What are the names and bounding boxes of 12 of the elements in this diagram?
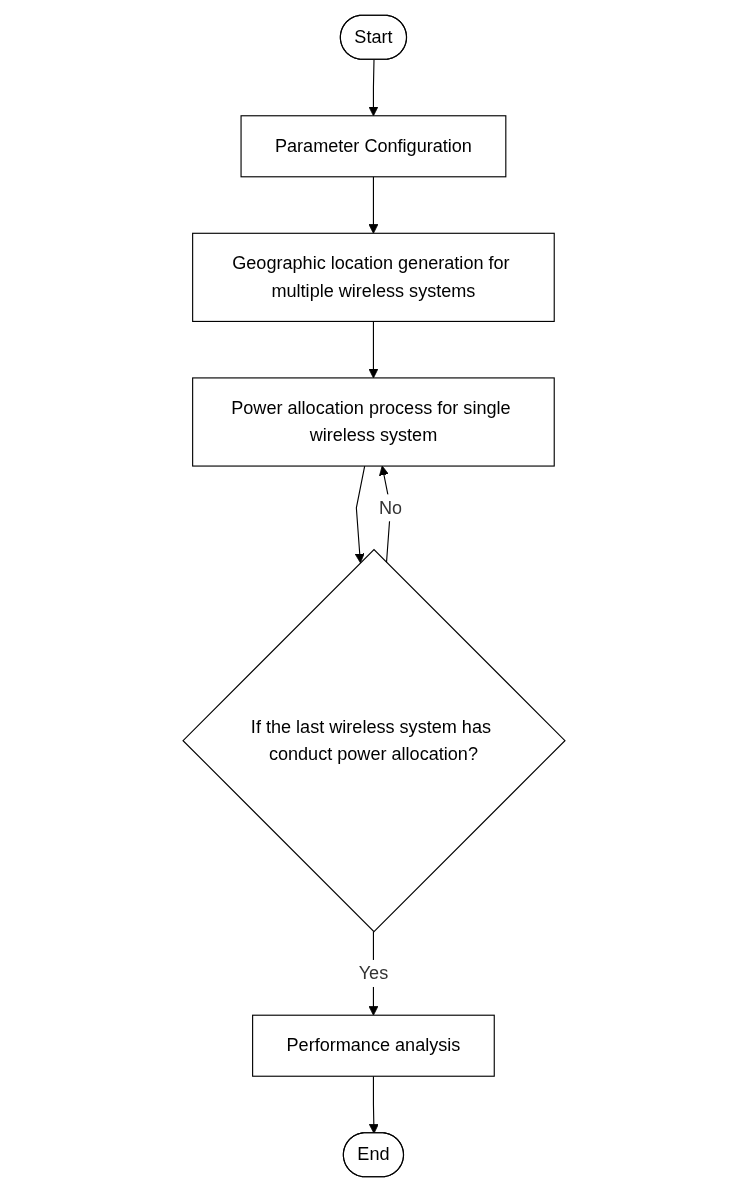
arrow xyxy=(368,1075,379,1134)
node-box: Parameter Configuration xyxy=(240,114,507,177)
node-box: Power allocation process for single wireless system xyxy=(192,376,555,467)
arrow xyxy=(354,465,366,563)
edge-label: No xyxy=(378,497,403,517)
arrow xyxy=(368,175,379,234)
arrow xyxy=(368,320,379,378)
edge-label: Yes xyxy=(358,962,389,982)
node-diamond: If the last wireless system has conduct power allocation? xyxy=(182,548,566,932)
node-box: Performance analysis xyxy=(252,1014,495,1077)
node-box: Geographic location generation for multiple wireless systems xyxy=(192,232,555,322)
arrow xyxy=(368,58,379,116)
